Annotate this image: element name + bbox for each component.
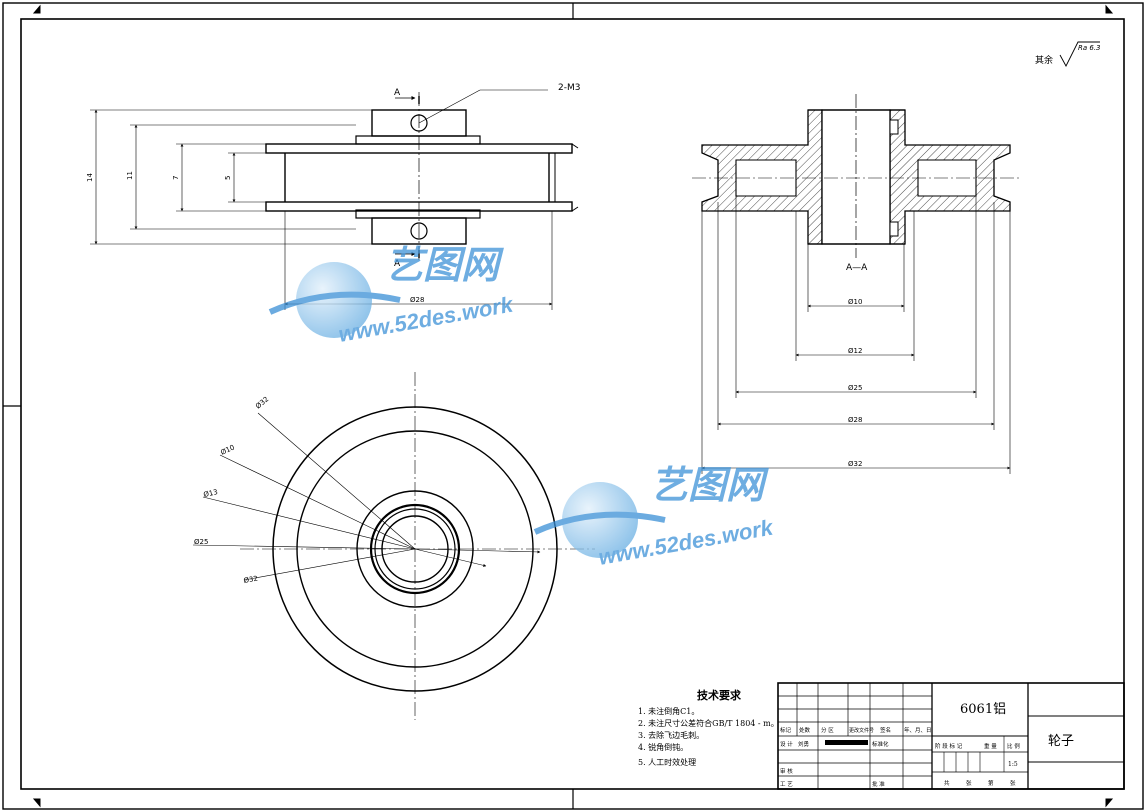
section-view [692,94,1020,474]
tb-stage: 阶 段 标 记 [935,742,963,750]
title-block [777,682,1125,790]
dim-11: 11 [126,171,134,180]
title-block-text: 6061铝 轮子 标记 处数 分 区 更改文件号 签名 年、月、日 设 计 刘勇… [780,702,1074,788]
surface-roughness-note: 其余 Ra 6.3 [1035,41,1101,67]
tb-sheets-total: 共 [944,779,950,787]
tb-approve: 批 准 [872,780,885,788]
dim-sec-d10: Ø10 [848,298,862,306]
dim-sec-d12: Ø12 [848,347,862,355]
tb-sheets-unit: 张 [966,779,972,787]
dim-circ-d25: Ø25 [194,538,208,546]
tb-scale: 1:5 [1008,761,1018,768]
watermark-2: 艺图网 www.52des.work [533,465,776,570]
front-view [90,89,579,310]
tb-review: 审 核 [780,767,793,775]
dim-sec-d25: Ø25 [848,384,862,392]
dim-14: 14 [86,173,94,182]
tech-req-item: 4. 锐角倒钝。 [638,742,688,752]
globe-logo-icon [296,262,372,338]
dim-front-d28: Ø28 [410,296,424,304]
tb-hdr-zone: 分 区 [821,726,834,734]
hole-callout: 2-M3 [558,83,580,93]
tb-hdr-sign: 签名 [880,726,891,734]
dim-sec-d28: Ø28 [848,416,862,424]
watermark-brand: 艺图网 [385,245,504,287]
tb-scale-label: 比 例 [1007,742,1020,750]
tech-req-item: 3. 去除飞边毛刺。 [638,730,704,740]
section-mark-top: A [394,88,401,98]
tech-req-title: 技术要求 [697,688,742,702]
tb-sheet-unit: 张 [1010,779,1016,787]
roughness-value: Ra 6.3 [1078,44,1101,52]
tb-hdr-doc: 更改文件号 [849,727,874,734]
dim-circ-d13: Ø13 [203,488,219,499]
tb-process: 工 艺 [780,781,793,788]
section-view-labels: A—A Ø10 Ø12 Ø25 Ø28 Ø32 [846,263,868,468]
roughness-prefix: 其余 [1035,54,1053,66]
tb-designer: 刘勇 [798,740,809,748]
tb-hdr-date: 年、月、日 [904,726,932,734]
watermark-brand: 艺图网 [650,465,769,507]
roughness-symbol-icon [1059,41,1100,67]
section-label: A—A [846,263,868,273]
front-view-labels: 2-M3 A A 14 11 7 5 Ø28 [86,83,580,304]
part-name: 轮子 [1048,734,1074,749]
tb-weight: 重 量 [984,742,997,750]
tb-hdr-mark: 标记 [780,726,792,734]
dim-circ-d32: Ø32 [254,395,270,410]
dim-5: 5 [224,176,232,180]
circular-view [192,372,595,720]
technical-requirements: 技术要求 1. 未注倒角C1。 2. 未注尺寸公差符合GB/T 1804 - m… [638,688,779,767]
tb-design: 设 计 [780,740,793,748]
globe-logo-icon [562,482,638,558]
dim-circ-d10: Ø10 [219,443,235,456]
section-mark-bottom: A [394,259,401,269]
dim-sec-d32: Ø32 [848,460,862,468]
material: 6061铝 [960,702,1006,717]
tb-sheet-no: 第 [988,779,994,787]
dim-7: 7 [172,176,180,180]
tech-req-item: 5. 人工时效处理 [638,757,696,767]
tech-req-item: 2. 未注尺寸公差符合GB/T 1804 - m。 [638,718,779,728]
tb-standard: 标准化 [872,740,889,748]
designer-signature [825,740,868,745]
watermark-1: 艺图网 www.52des.work [268,245,516,347]
tech-req-item: 1. 未注倒角C1。 [638,706,699,716]
dim-circ-d32b: Ø32 [243,575,259,585]
circular-view-labels: Ø32 Ø10 Ø13 Ø25 Ø32 [194,395,270,585]
tb-hdr-count: 处数 [799,726,811,734]
